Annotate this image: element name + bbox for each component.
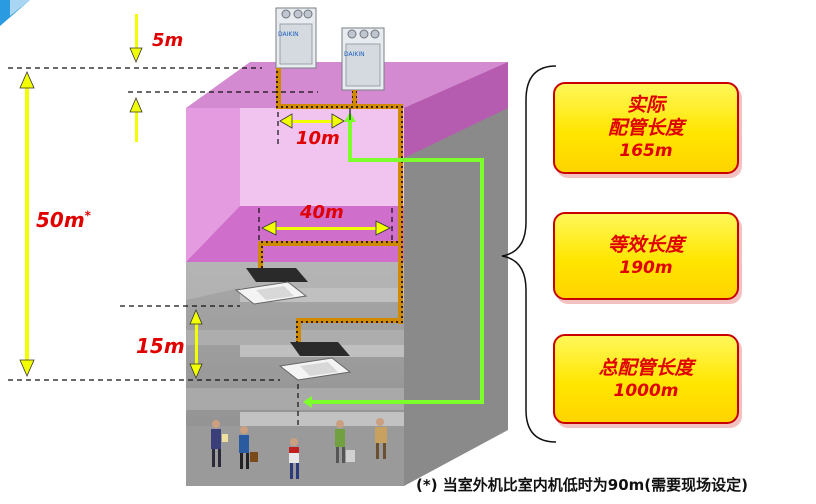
label-total-height: 50m (36, 208, 85, 232)
daikin-logo-left: DAIKIN (278, 31, 299, 38)
callout-equivalent-value: 190m (619, 257, 673, 278)
callout-total-pipe-length: 总配管长度 1000m (553, 334, 739, 424)
callout-actual-pipe-length: 实际 配管长度 165m (553, 82, 739, 174)
outdoor-unit-right: DAIKIN (341, 27, 385, 91)
refrigerant-piping (258, 68, 403, 344)
label-horizontal-run: 40m (300, 202, 344, 223)
indoor-unit-upper (234, 268, 308, 305)
label-total-height-group: 50m* (36, 208, 91, 232)
callout-actual-line1: 实际 (626, 94, 665, 116)
callout-total-line1: 总配管长度 (598, 356, 694, 379)
green-equivalent-route (312, 120, 484, 404)
footnote: (*) 当室外机比室内机低时为90m(需要现场设定) (416, 476, 748, 494)
daikin-logo-right: DAIKIN (344, 51, 365, 58)
corner-triangle (0, 0, 30, 26)
grouping-brace (501, 65, 557, 443)
label-branch-to-unit: 10m (296, 128, 340, 149)
label-indoor-height: 15m (136, 334, 185, 358)
indoor-unit-lower (278, 342, 352, 381)
callout-equivalent-line1: 等效长度 (607, 233, 684, 256)
dimension-guides (8, 67, 393, 426)
label-total-height-mark: * (84, 208, 91, 223)
people-illustration (211, 418, 387, 479)
callout-actual-line2: 配管长度 (607, 117, 684, 139)
label-outdoor-height: 5m (152, 30, 184, 51)
callout-actual-value: 165m (619, 141, 673, 161)
dimension-arrows (19, 14, 391, 380)
callout-equivalent-length: 等效长度 190m (553, 212, 739, 300)
callout-total-value: 1000m (613, 380, 679, 401)
building (186, 62, 508, 486)
outdoor-unit-left: DAIKIN (275, 7, 317, 69)
